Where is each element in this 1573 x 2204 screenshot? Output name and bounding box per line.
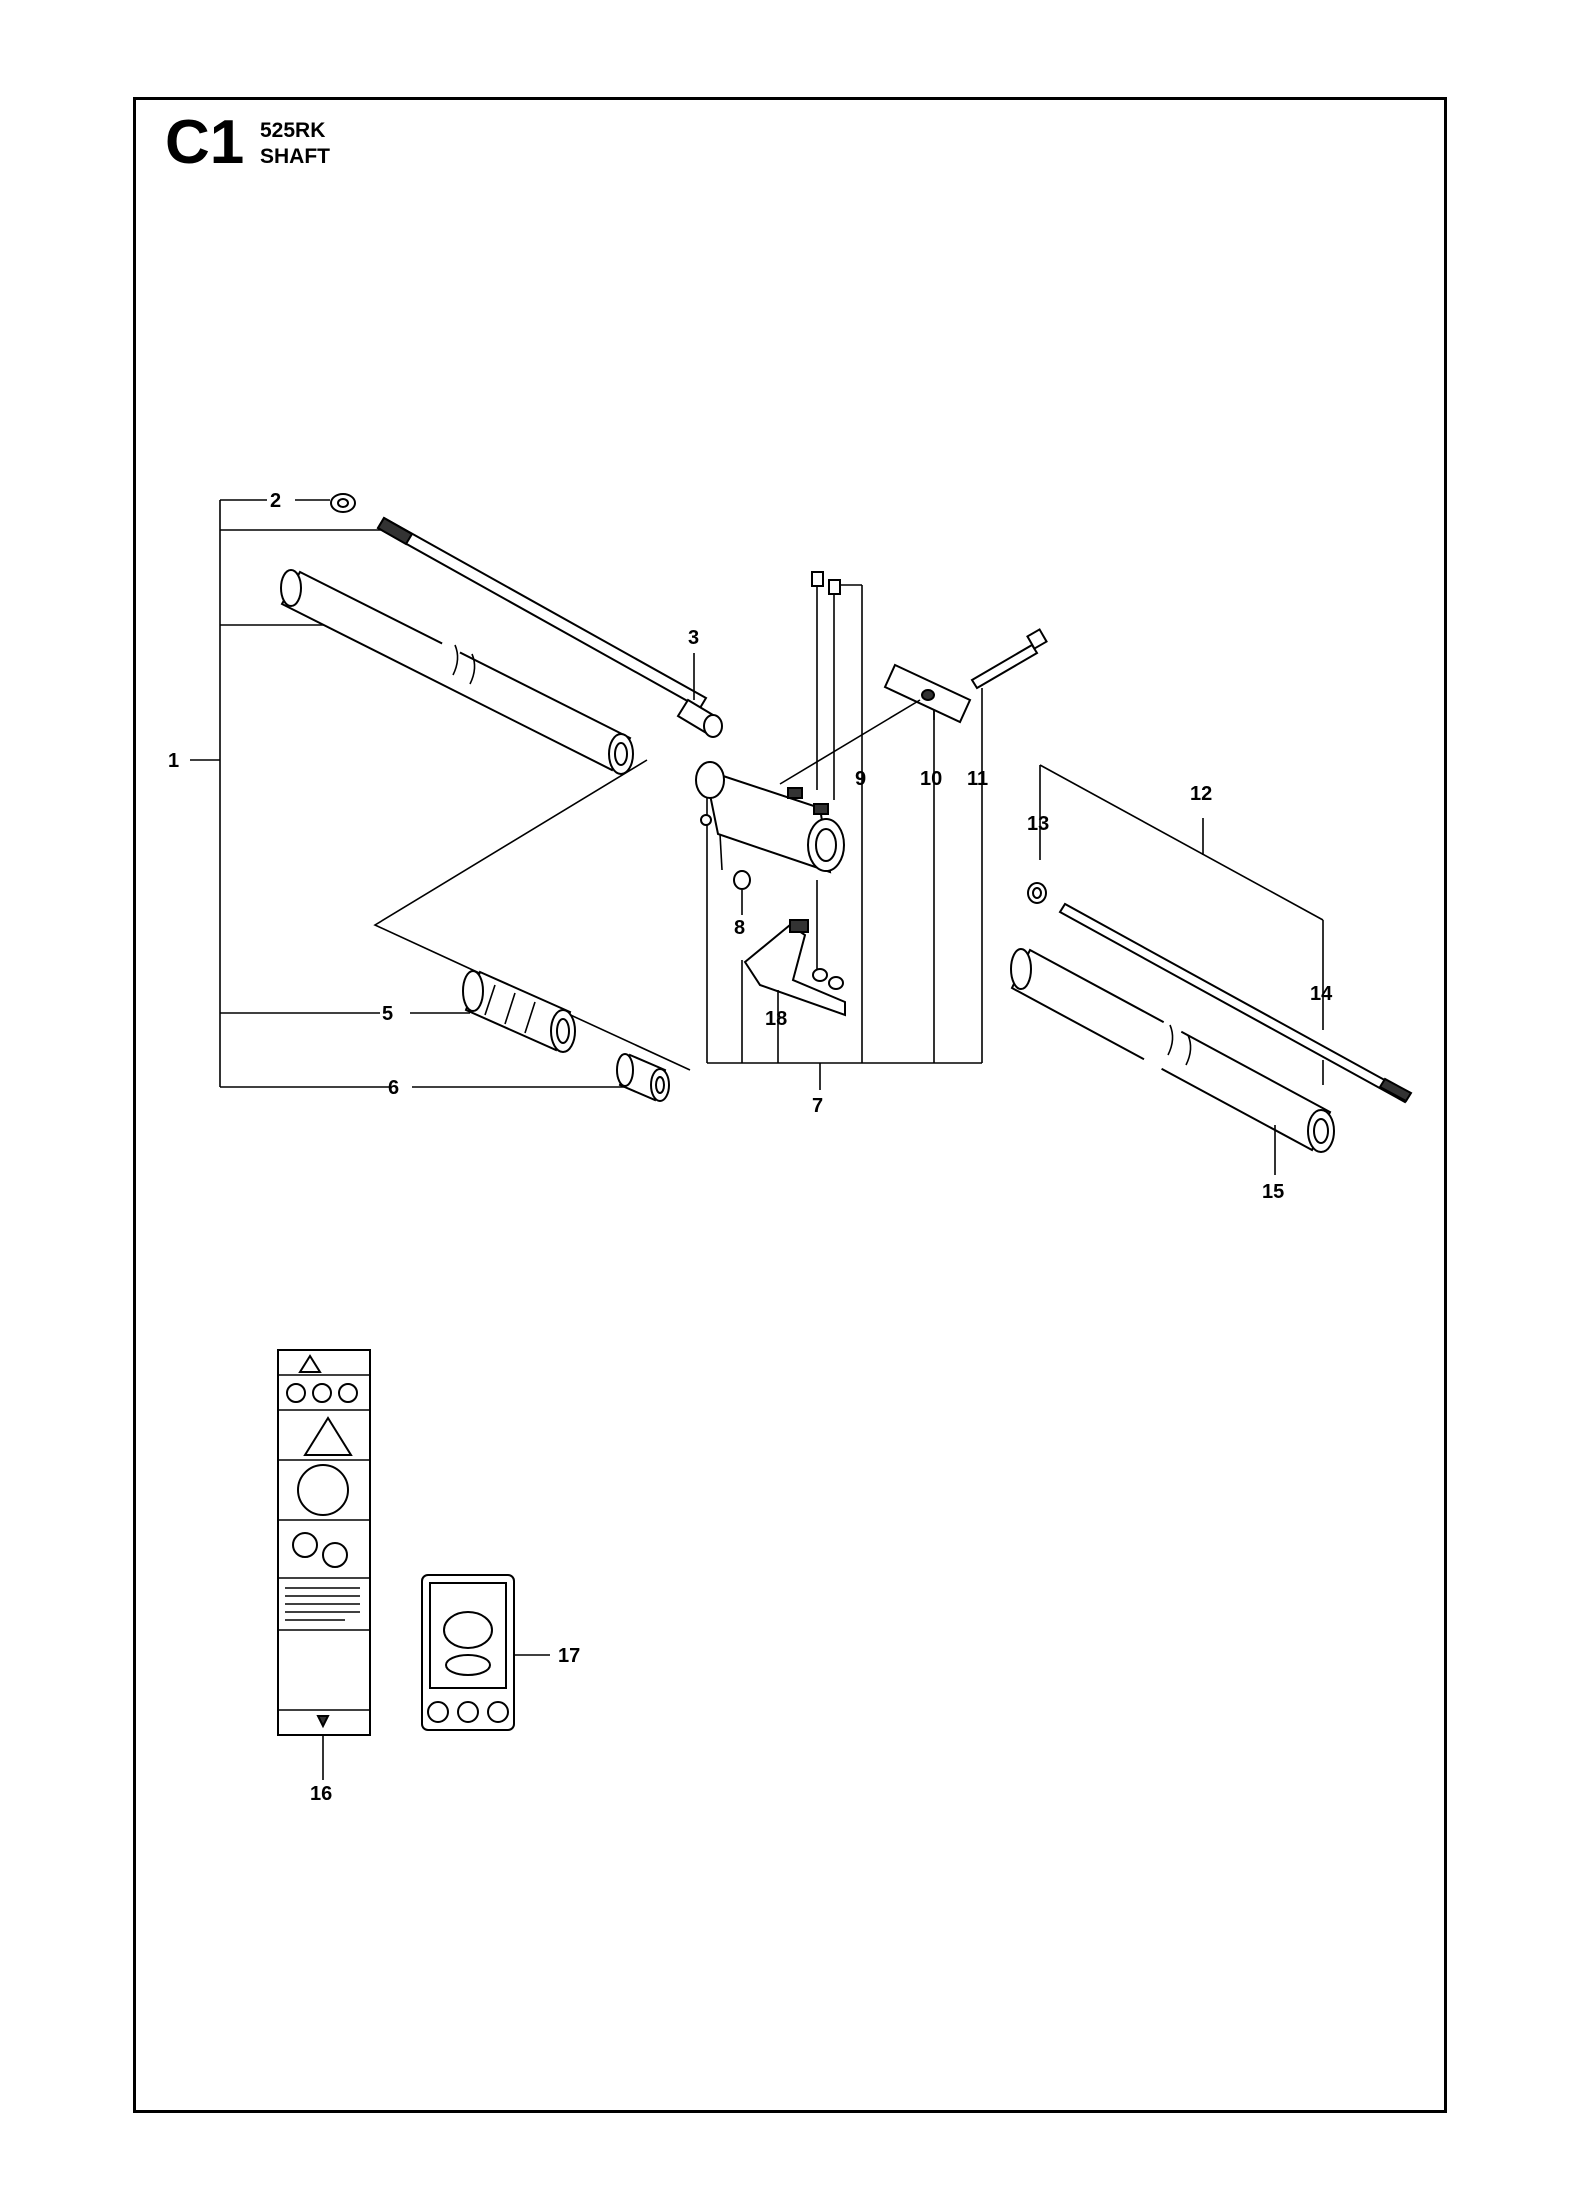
part-6-nut	[412, 1053, 670, 1102]
callout-7: 7	[812, 1095, 823, 1117]
part-15-tube	[1010, 948, 1335, 1175]
part-10-plate	[779, 663, 972, 785]
section-code: C1	[165, 108, 245, 177]
part-12-bracket	[1039, 764, 1324, 1030]
upper-shaft-tube	[280, 569, 634, 775]
callout-9: 9	[855, 768, 866, 790]
callout-13: 13	[1027, 813, 1049, 835]
part-18-clamp	[743, 880, 846, 1017]
callout-5: 5	[382, 1003, 393, 1025]
part-17-label	[421, 1574, 550, 1731]
model-name: 525RK	[260, 119, 326, 142]
part-14-drive-shaft	[1058, 902, 1413, 1104]
part-8-nut	[733, 870, 751, 1040]
callout-8: 8	[734, 917, 745, 939]
callout-3: 3	[688, 627, 699, 649]
callout-6: 6	[388, 1077, 399, 1099]
alignment-lines	[373, 759, 691, 1071]
callout-11: 11	[967, 768, 988, 790]
callout-1: 1	[168, 750, 179, 772]
callout-18: 18	[765, 1008, 787, 1030]
part-2-washer	[295, 493, 356, 513]
part-5-sleeve	[410, 970, 576, 1053]
part-1-bracket	[190, 499, 390, 1088]
callout-12: 12	[1190, 783, 1212, 805]
part-11-screw	[970, 628, 1048, 710]
part-16-warning-label	[277, 1349, 371, 1780]
page-frame	[133, 97, 1447, 2113]
page-title: SHAFT	[260, 145, 330, 168]
callout-17: 17	[558, 1645, 580, 1667]
callout-10: 10	[920, 768, 942, 790]
part-13-washer	[1027, 882, 1047, 904]
part-9-screws	[811, 571, 863, 800]
callout-14: 14	[1310, 983, 1333, 1005]
callout-15: 15	[1262, 1181, 1284, 1203]
shaft-clamp	[695, 761, 845, 874]
callout-16: 16	[310, 1783, 332, 1805]
callout-2: 2	[270, 490, 281, 512]
upper-drive-shaft	[376, 516, 723, 738]
